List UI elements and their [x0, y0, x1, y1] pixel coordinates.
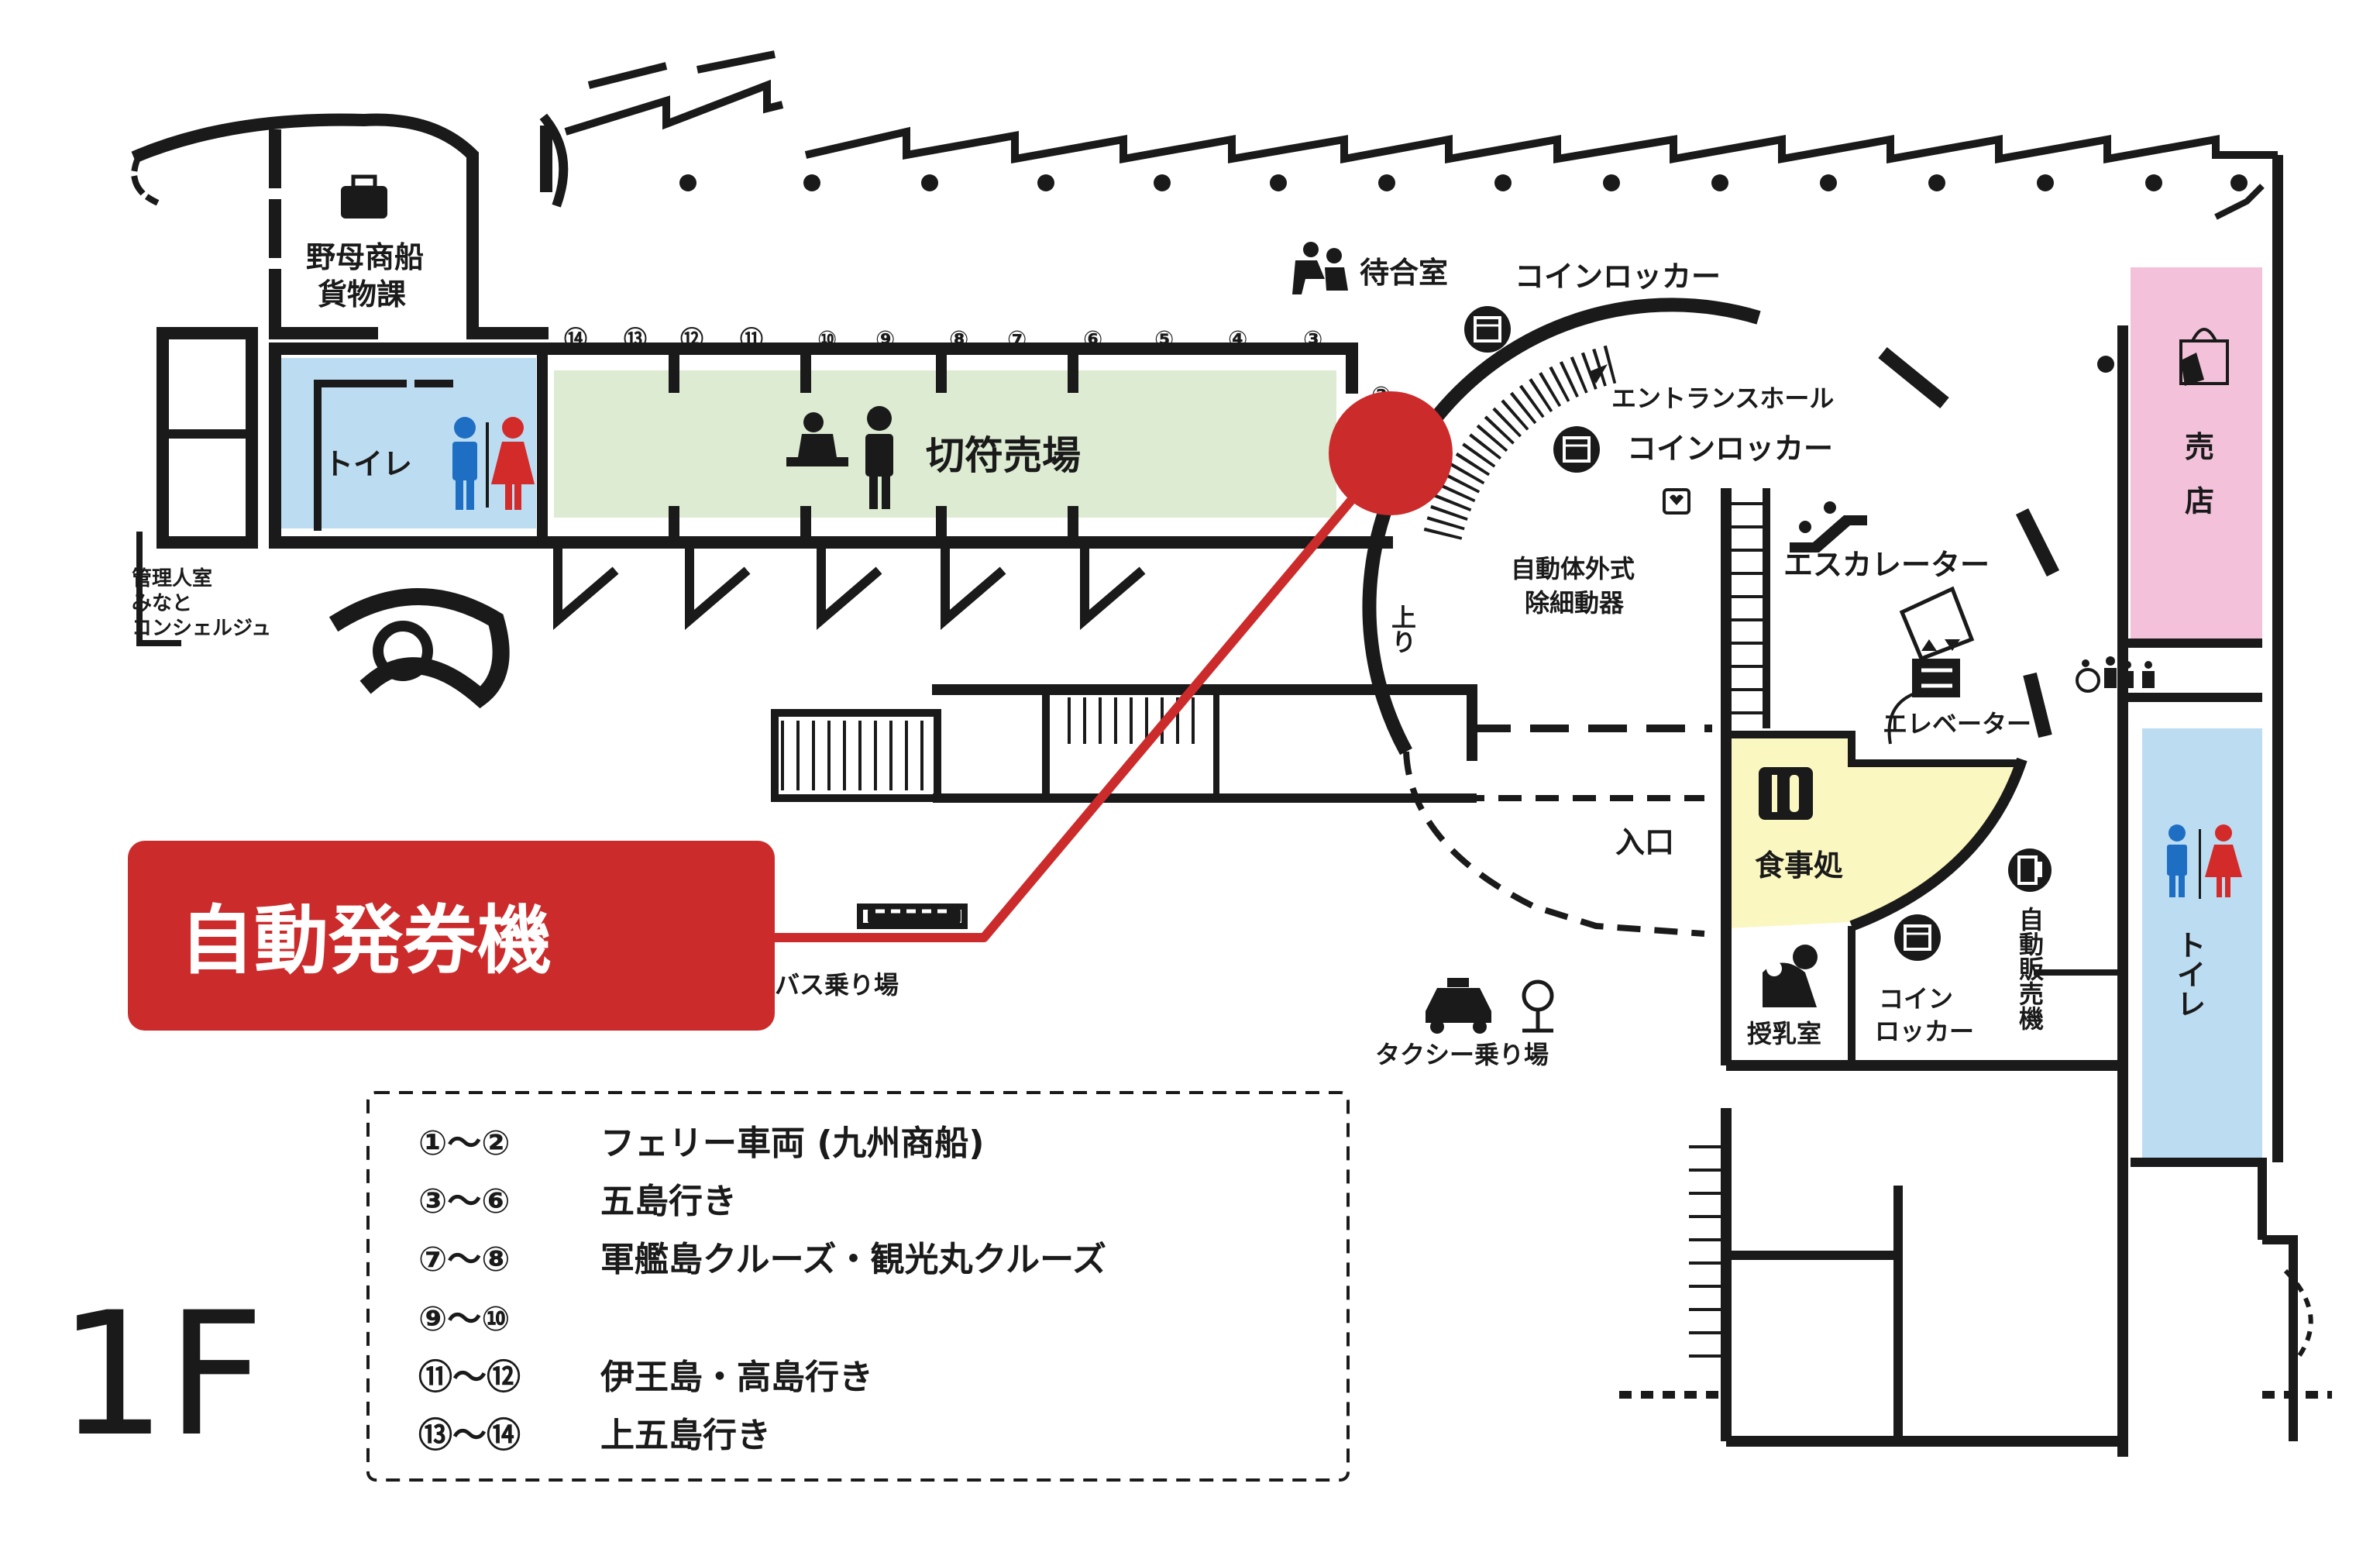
legend-range: ①〜② — [418, 1124, 511, 1163]
coin-locker-icon — [1894, 914, 1941, 961]
berth-number: ⑫ — [680, 326, 703, 353]
ticket-counter-icon — [786, 406, 893, 509]
berth-number: ⑧ — [949, 326, 968, 353]
hall-arrow — [1588, 364, 1608, 384]
toilet-left-label: トイレ — [324, 447, 412, 481]
entrance-hall-label: エントランスホール — [1611, 384, 1834, 413]
toilet-divider — [486, 422, 489, 508]
taxi-stand-sign-icon — [1522, 979, 1554, 1033]
nursing-room-icon — [1763, 945, 1818, 1007]
callout-label: 自動発券機 — [180, 897, 552, 984]
accessible-toilet-icon — [2076, 656, 2155, 693]
berth-numbers: ⑭ ⑬ ⑫ ⑪ ⑩ ⑨ ⑧ ⑦ ⑥ ⑤ ④ ③ ② — [564, 326, 1391, 409]
berth-number: ⑤ — [1154, 326, 1174, 353]
shopping-bag-icon — [2179, 328, 2229, 386]
berth-number: ⑭ — [564, 326, 587, 353]
male-icon — [452, 417, 477, 510]
berth-number: ⑬ — [624, 326, 647, 353]
pier-edge — [564, 50, 2283, 1162]
berth-number: ⑦ — [1007, 326, 1027, 353]
legend-destination: フェリー車両 (九州商船) — [600, 1124, 985, 1163]
coin-locker-icon — [1464, 306, 1511, 353]
female-icon — [491, 417, 535, 510]
floor-label: 1F — [58, 1275, 265, 1474]
legend-range: ⑨〜⑩ — [418, 1299, 511, 1339]
coin-locker-icon — [1553, 426, 1600, 473]
female-icon — [2205, 824, 2242, 897]
luggage-icon — [341, 174, 387, 219]
coin-locker-label: コイン ロッカー — [1875, 984, 1974, 1046]
berth-number: ⑥ — [1083, 326, 1102, 353]
shop-zone — [2131, 267, 2262, 643]
elevator-label: エレベーター — [1883, 709, 2031, 738]
legend-range: ⑬〜⑭ — [418, 1416, 521, 1455]
legend: ①〜② フェリー車両 (九州商船) ③〜⑥ 五島行き ⑦〜⑧ 軍艦島クルーズ・観… — [418, 1124, 1106, 1455]
callout-leader-line — [759, 450, 1395, 942]
callout-marker — [1329, 391, 1453, 515]
bollards — [679, 174, 2248, 373]
right-walls — [1619, 325, 2332, 1457]
legend-destination: 軍艦島クルーズ・観光丸クルーズ — [600, 1240, 1106, 1279]
ticket-area-zone — [554, 370, 1336, 518]
vending-label: 自動販売機 — [2015, 907, 2045, 1031]
legend-destination: 伊王島・高島行き — [600, 1358, 873, 1397]
escalator-label: エスカレーター — [1783, 548, 1990, 582]
legend-range: ③〜⑥ — [418, 1182, 511, 1221]
restaurant-icon — [1759, 767, 1813, 820]
aed-icon — [1663, 488, 1690, 515]
berth-number: ③ — [1303, 326, 1322, 353]
coin-locker-label: コインロッカー — [1627, 432, 1833, 466]
stair-treads — [781, 697, 1195, 790]
legend-range: ⑪〜⑫ — [418, 1358, 521, 1397]
waiting-room-icon — [1292, 242, 1348, 294]
escalator-icon — [1790, 501, 1867, 552]
legend-destination: 五島行き — [600, 1182, 737, 1221]
male-icon — [2167, 824, 2187, 897]
legend-destination: 上五島行き — [600, 1416, 771, 1455]
bus-stop-label: バス乗り場 — [775, 970, 899, 1000]
vending-machine-icon — [2008, 848, 2052, 892]
aed-label: 自動体外式 除細動器 — [1511, 554, 1643, 618]
elevator-icon — [1887, 586, 1975, 745]
up-label: 上り — [1388, 604, 1417, 654]
toilet-divider — [2199, 829, 2201, 899]
nomo-cargo-label: 野母商船 貨物課 — [306, 240, 434, 311]
entrance-label: 入口 — [1615, 825, 1674, 859]
taxi-stand-label: タクシー乗り場 — [1375, 1040, 1549, 1069]
berth-number: ⑩ — [817, 326, 837, 353]
berth-number: ⑨ — [875, 326, 895, 353]
coin-locker-label: コインロッカー — [1515, 260, 1721, 294]
callout-box — [128, 841, 775, 1031]
legend-box — [366, 1091, 1350, 1482]
waiting-room-label: 待合室 — [1360, 256, 1448, 290]
restaurant-label: 食事処 — [1755, 848, 1843, 883]
manager-room-label: 管理人室 みなと コンシェルジュ — [132, 566, 271, 640]
ticket-machine-callout: 自動発券機 — [128, 391, 1453, 1031]
taxi-icon — [1426, 978, 1491, 1034]
nursing-room-label: 授乳室 — [1747, 1019, 1821, 1048]
berth-number: ⑪ — [740, 326, 763, 353]
walls — [131, 113, 1477, 929]
legend-range: ⑦〜⑧ — [418, 1240, 511, 1279]
toilet-right-label: トイレ — [2172, 930, 2206, 1018]
berth-number: ④ — [1228, 326, 1247, 353]
ticket-sales-label: 切符売場 — [926, 433, 1081, 478]
shop-label: 売 店 — [2185, 430, 2224, 518]
toilet-right-zone — [2142, 728, 2262, 1162]
bus-icon — [868, 908, 961, 924]
right-stair-treads — [1689, 502, 1766, 1358]
